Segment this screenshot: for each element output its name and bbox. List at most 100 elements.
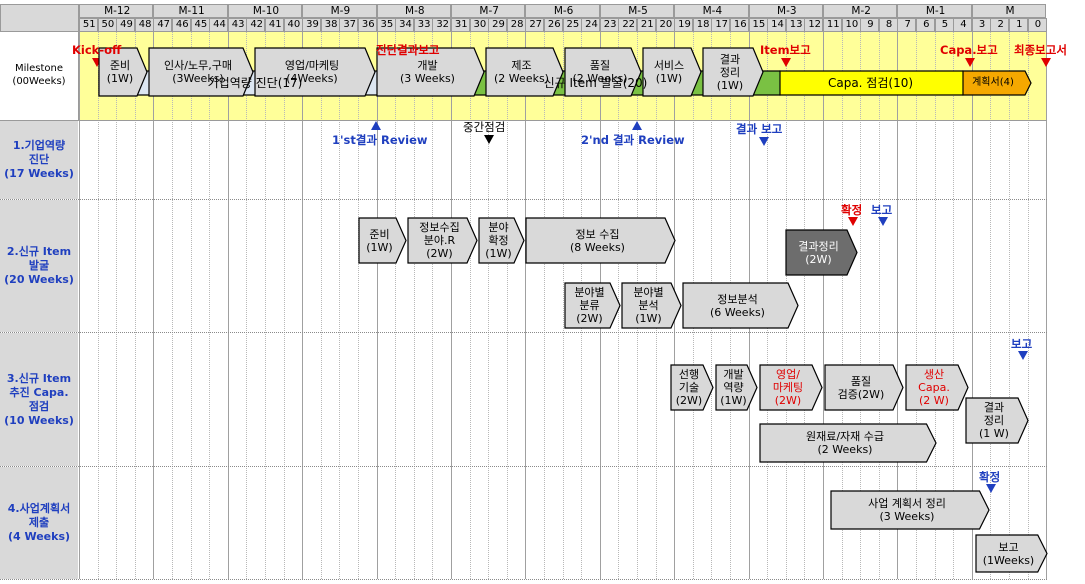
annotation-label: 확정 <box>979 470 1001 484</box>
month-label: M-7 <box>479 5 499 17</box>
up-triangle-icon <box>632 121 642 130</box>
week-cell: 30 <box>469 18 489 32</box>
grid-hline <box>0 466 1047 467</box>
task-label: 원재료/자재 수급 (2 Weeks) <box>805 430 885 456</box>
grid-vline <box>934 32 936 579</box>
grid-vline <box>172 32 173 579</box>
task-chevron <box>759 364 823 411</box>
down-triangle-icon <box>965 58 975 67</box>
down-triangle-icon <box>1041 58 1051 67</box>
grid-vline <box>823 32 824 579</box>
down-triangle-icon <box>848 217 858 226</box>
week-label: 26 <box>547 19 561 30</box>
grid-vline <box>804 32 806 579</box>
task-chevron <box>621 282 682 329</box>
task-chevron <box>830 490 990 530</box>
grid-vline <box>544 32 545 579</box>
week-cell: 18 <box>692 18 712 32</box>
week-cell: 8 <box>878 18 898 32</box>
month-label: M-9 <box>330 5 351 17</box>
phase-label: Capa. 점검(10) <box>827 76 914 90</box>
milestone-marker-label: Kick-off <box>72 43 122 57</box>
week-label: 35 <box>380 19 394 30</box>
month-cell: M-7 <box>451 4 526 18</box>
grid-vline <box>246 32 248 579</box>
task-label: 준비 (1W) <box>106 59 134 85</box>
week-label: 49 <box>120 19 133 30</box>
month-cell: M-12 <box>79 4 154 18</box>
grid-vline <box>190 32 192 579</box>
task-label: 결과정리 (2W) <box>798 239 839 266</box>
grid-vline <box>432 32 434 579</box>
grid-vline <box>209 32 211 579</box>
week-label: 21 <box>640 19 654 30</box>
week-label: 46 <box>175 19 189 30</box>
task-chevron <box>715 364 758 411</box>
week-label: 33 <box>417 19 431 30</box>
week-label: 32 <box>436 19 450 30</box>
week-label: 30 <box>473 19 487 30</box>
week-label: 27 <box>529 19 543 30</box>
week-label: 41 <box>268 19 282 30</box>
week-cell: 48 <box>134 18 154 32</box>
task-label: 준비 (1W) <box>366 227 393 254</box>
week-cell: 12 <box>804 18 824 32</box>
week-cell: 3 <box>971 18 991 32</box>
grid-vline <box>283 32 285 579</box>
month-cell: M-1 <box>897 4 972 18</box>
task-label: 선행 기술 (2W) <box>675 368 703 407</box>
week-label: 18 <box>696 19 710 30</box>
grid-vline <box>320 32 322 579</box>
milestone-label-cell <box>0 32 79 120</box>
down-triangle-icon <box>484 135 494 144</box>
task-label: 서비스 (1W) <box>653 59 685 85</box>
week-label: 38 <box>324 19 338 30</box>
task-label: 정보 수집 (8 Weeks) <box>570 227 625 254</box>
grid-vline <box>916 32 917 579</box>
row-label-item-discovery: 2.신규 Item 발굴 (20 Weeks) <box>0 200 78 332</box>
week-cell: 31 <box>451 18 471 32</box>
grid-vline <box>97 32 99 579</box>
week-cell: 34 <box>395 18 415 32</box>
grid-vline <box>265 32 266 579</box>
week-cell: 43 <box>227 18 247 32</box>
down-triangle-icon <box>759 137 769 146</box>
week-cell: 25 <box>562 18 582 32</box>
month-label: M-5 <box>628 5 648 17</box>
task-label: 정보분석 (6 Weeks) <box>710 292 765 319</box>
month-label: M-12 <box>104 5 131 17</box>
task-label: 생산 Capa. (2 W) <box>918 368 950 407</box>
row-label-business-plan: 4.사업계획서 제출 (4 Weeks) <box>0 467 78 579</box>
week-cell: 19 <box>674 18 694 32</box>
week-label: 43 <box>231 19 245 30</box>
task-chevron <box>564 47 642 97</box>
week-cell: 20 <box>655 18 675 32</box>
month-cell: M <box>971 4 1047 18</box>
week-cell: 46 <box>172 18 192 32</box>
month-cell: M-11 <box>153 4 228 18</box>
task-label: 개발 (3 Weeks) <box>400 59 455 85</box>
task-chevron <box>824 364 904 411</box>
task-chevron <box>148 47 254 97</box>
task-label: 제조 (2 Weeks) <box>494 59 549 85</box>
month-label: M-1 <box>925 5 946 17</box>
month-cell: M-2 <box>823 4 898 18</box>
week-cell: 27 <box>525 18 545 32</box>
milestone-marker-label: Capa.보고 <box>940 43 998 57</box>
week-cell: 2 <box>990 18 1010 32</box>
grid-vline <box>1009 32 1010 579</box>
up-triangle-icon <box>371 121 381 130</box>
month-label: M-8 <box>405 5 425 17</box>
week-label: 24 <box>585 19 598 30</box>
task-label: 결과 정리 (1 W) <box>979 401 1009 440</box>
task-label: 인사/노무,구매 (3Weeks) <box>164 59 232 85</box>
task-label: 정보수집 분야.R (2W) <box>419 221 460 260</box>
week-cell: 28 <box>506 18 526 32</box>
week-label: 3 <box>978 19 986 30</box>
grid-vline <box>971 32 973 579</box>
down-triangle-icon <box>781 58 791 67</box>
month-cell: M-4 <box>674 4 749 18</box>
task-chevron <box>975 534 1048 573</box>
week-label: 2 <box>997 19 1004 30</box>
task-label: 분야 확정 (1W) <box>485 221 512 260</box>
